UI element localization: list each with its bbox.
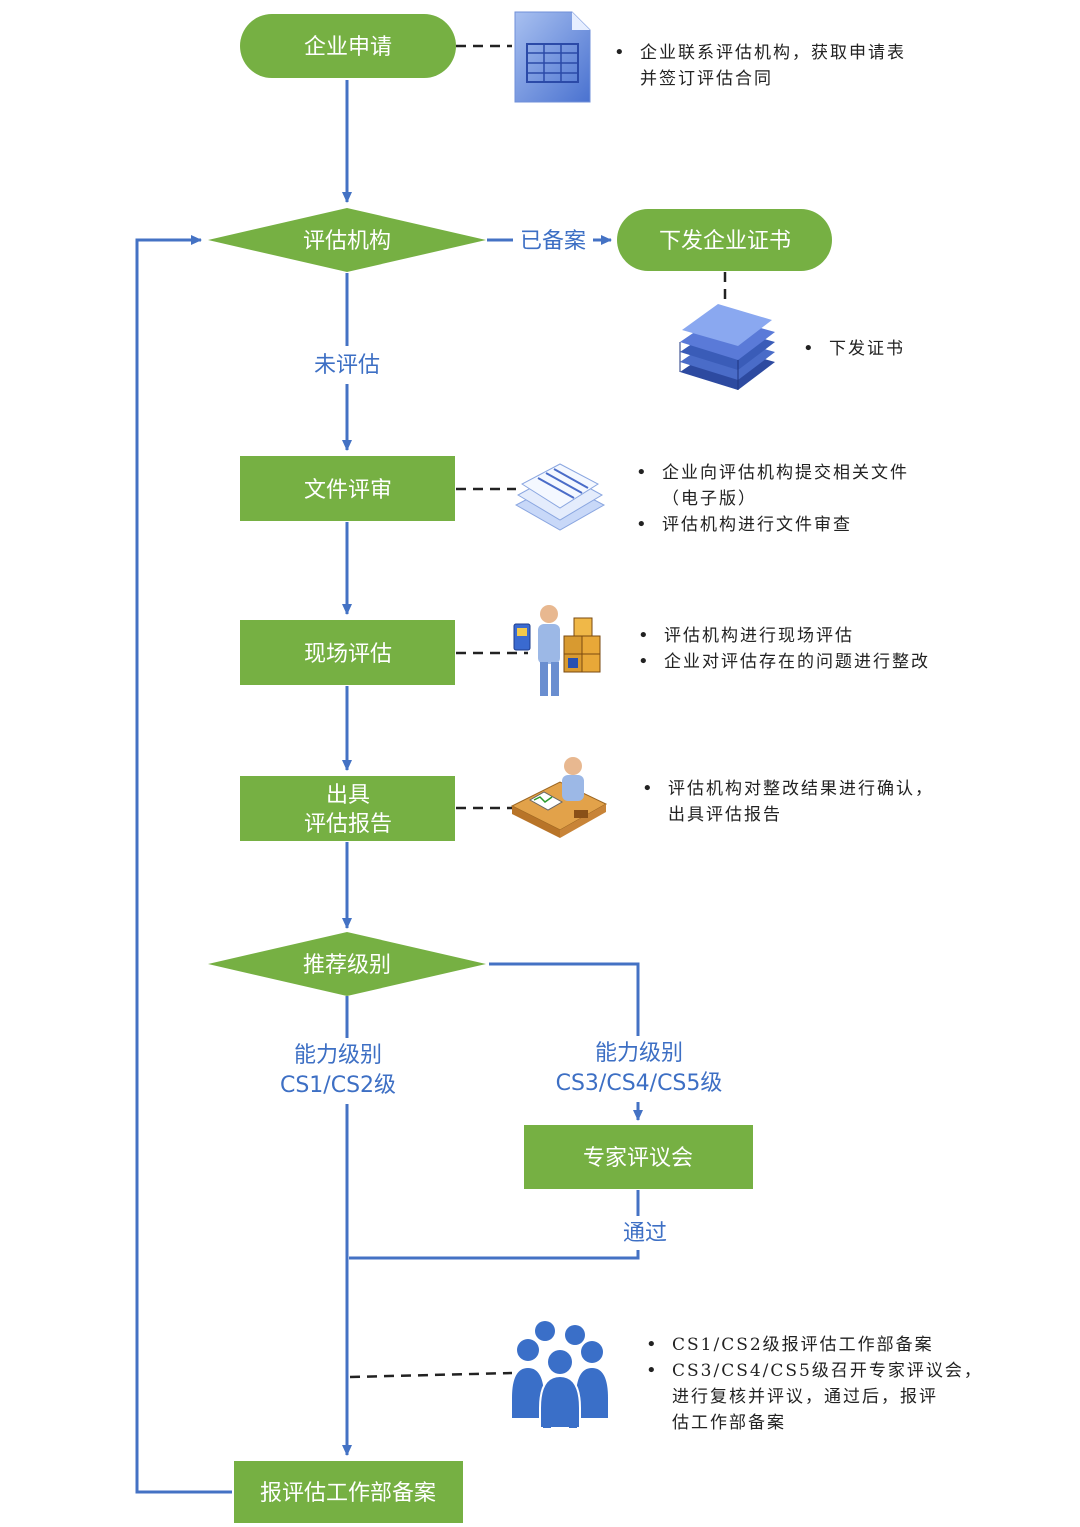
node-doc-review-label: 文件评审	[304, 478, 392, 503]
edge-label-passed: 通过	[623, 1221, 667, 1246]
node-apply-label: 企业申请	[304, 35, 392, 60]
certificate-stack-icon	[679, 304, 775, 390]
edge-label-not-assessed: 未评估	[314, 353, 380, 378]
note-record: CS1/CS2级报评估工作部备案 CS3/CS4/CS5级召开专家评议会，进行复…	[646, 1332, 1066, 1436]
node-recommend: 推荐级别	[208, 932, 486, 996]
node-onsite: 现场评估	[240, 620, 455, 685]
node-doc-review: 文件评审	[240, 456, 455, 521]
annotation-lines	[349, 44, 727, 1379]
node-recommend-label: 推荐级别	[303, 953, 391, 978]
note-report: 评估机构对整改结果进行确认，出具评估报告	[642, 776, 1042, 828]
edge-loop-back	[135, 235, 232, 1494]
node-expert: 专家评议会	[524, 1125, 753, 1189]
edge-label-level-high-1: 能力级别	[595, 1041, 683, 1066]
connectors	[135, 80, 643, 1494]
node-file-record-label: 报评估工作部备案	[260, 1481, 436, 1506]
edge-label-level-high-2: CS3/CS4/CS5级	[556, 1071, 723, 1096]
document-stack-icon	[514, 463, 606, 531]
node-onsite-label: 现场评估	[304, 642, 392, 667]
person-at-desk-icon	[510, 757, 608, 838]
node-issue-cert-label: 下发企业证书	[659, 229, 791, 254]
node-expert-label: 专家评议会	[583, 1146, 693, 1171]
spreadsheet-document-icon	[514, 11, 591, 103]
note-onsite-item-1: 评估机构进行现场评估	[638, 623, 1038, 649]
node-file-record: 报评估工作部备案	[234, 1461, 463, 1523]
node-apply: 企业申请	[240, 14, 456, 78]
edge-label-level-low-2: CS1/CS2级	[280, 1073, 396, 1098]
note-record-item-2: CS3/CS4/CS5级召开专家评议会，进行复核并评议，通过后，报评估工作部备案	[646, 1358, 1066, 1436]
note-onsite: 评估机构进行现场评估 企业对评估存在的问题进行整改	[638, 623, 1038, 675]
node-assess-org-label: 评估机构	[303, 229, 391, 254]
note-onsite-item-2: 企业对评估存在的问题进行整改	[638, 649, 1038, 675]
node-assess-org: 评估机构	[208, 208, 486, 272]
node-report-label-1: 出具	[326, 783, 370, 808]
note-report-item: 评估机构对整改结果进行确认，出具评估报告	[642, 776, 1042, 828]
note-cert-item: 下发证书	[803, 336, 1003, 362]
note-cert: 下发证书	[803, 336, 1003, 362]
team-people-icon	[512, 1321, 608, 1429]
note-doc-review: 企业向评估机构提交相关文件（电子版） 评估机构进行文件审查	[636, 460, 1016, 538]
note-record-item-1: CS1/CS2级报评估工作部备案	[646, 1332, 1066, 1358]
inspector-with-boxes-icon	[513, 605, 601, 696]
note-doc-review-item-2: 评估机构进行文件审查	[636, 512, 1016, 538]
node-report: 出具 评估报告	[240, 776, 455, 841]
edge-label-level-low-1: 能力级别	[294, 1043, 382, 1068]
edge-label-filed: 已备案	[520, 229, 586, 254]
node-report-label-2: 评估报告	[304, 812, 392, 837]
note-doc-review-item-1: 企业向评估机构提交相关文件（电子版）	[636, 460, 1016, 512]
node-issue-cert: 下发企业证书	[617, 209, 832, 271]
edge-expert-to-merge	[349, 1190, 640, 1260]
